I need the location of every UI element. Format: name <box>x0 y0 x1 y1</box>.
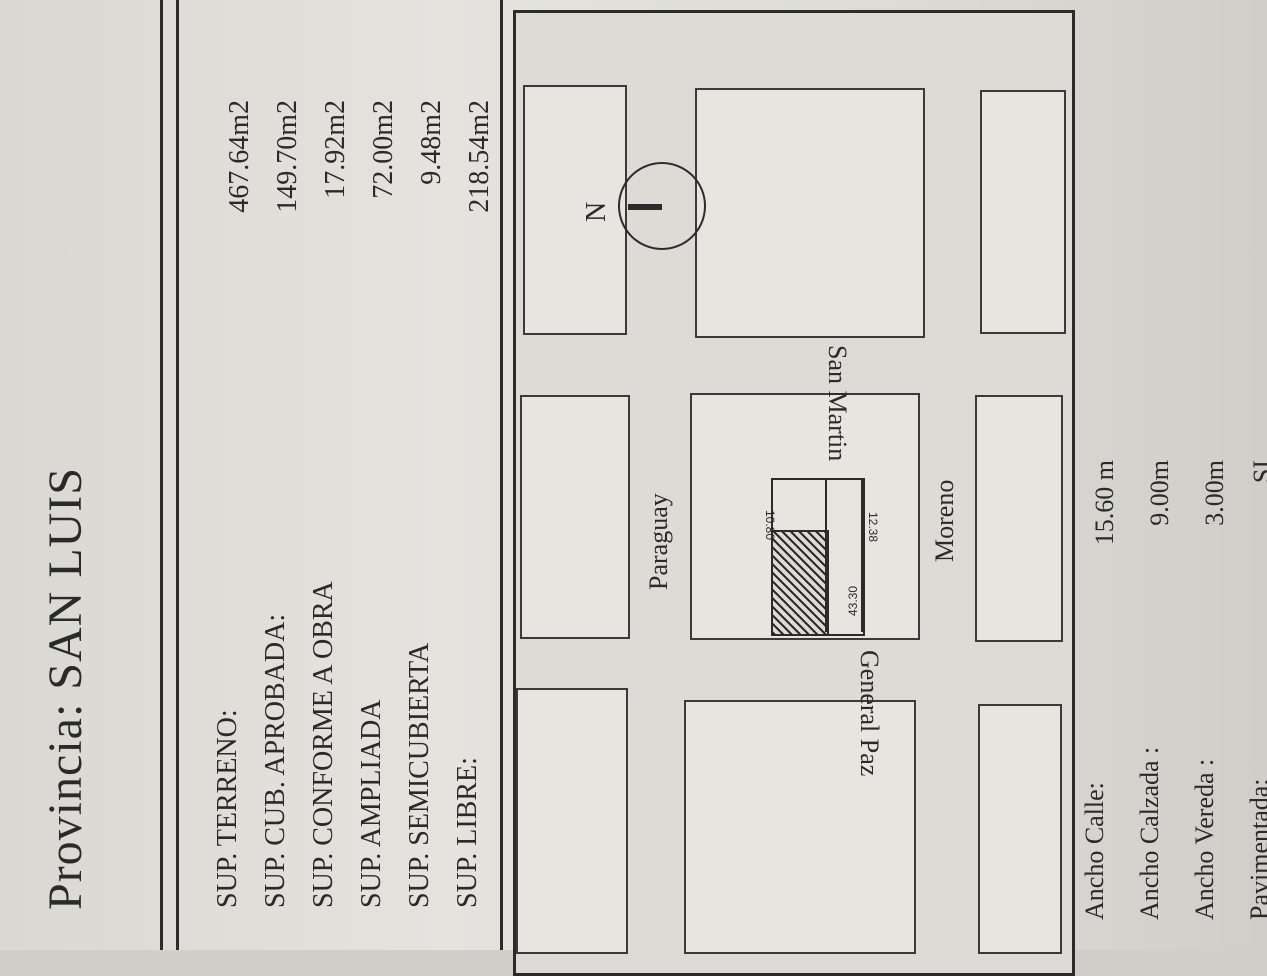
surface-value-libre: 218.54m2 <box>464 100 495 213</box>
dimension-depth: 43.30 <box>846 585 860 616</box>
street-label-general-paz: General Paz <box>855 650 884 777</box>
surface-value-aprobada: 149.70m2 <box>272 100 303 213</box>
street-label-san-martin: San Martin <box>823 345 852 462</box>
city-block <box>690 393 920 640</box>
surface-value-terreno: 467.64m2 <box>224 100 255 213</box>
street-info-label: Ancho Calzada : <box>1135 746 1164 920</box>
city-block <box>523 85 627 335</box>
surface-label-ampliada: SUP. AMPLIADA <box>356 699 387 909</box>
province-title: Provincia: SAN LUIS <box>39 467 92 910</box>
margin-line-2 <box>176 0 179 950</box>
dimension-width: 10.80 <box>763 510 777 541</box>
surface-label-semicubierta: SUP. SEMICUBIERTA <box>404 642 435 908</box>
surface-value-semicubierta: 9.48m2 <box>416 100 447 185</box>
north-arrow-needle <box>628 204 662 210</box>
city-block <box>516 688 628 954</box>
street-info-value: SI <box>1248 460 1267 484</box>
city-block <box>975 395 1063 642</box>
surface-label-terreno: SUP. TERRENO: <box>212 709 243 908</box>
street-info-label: Pavimentada: <box>1245 778 1267 920</box>
surface-value-conforme: 17.92m2 <box>320 100 351 199</box>
street-info-value: 9.00m <box>1145 460 1174 526</box>
north-arrow-icon <box>618 162 706 250</box>
city-block <box>978 704 1062 954</box>
dimension-front: 12.38 <box>866 512 880 543</box>
city-block <box>980 90 1066 334</box>
table-divider <box>500 0 503 950</box>
north-label: N <box>581 201 612 222</box>
surface-label-conforme: SUP. CONFORME A OBRA <box>308 581 339 908</box>
lot-hatched-area <box>771 530 829 636</box>
street-info-label: Ancho Vereda : <box>1190 758 1219 920</box>
street-label-moreno: Moreno <box>930 479 959 562</box>
city-block <box>695 88 925 338</box>
lot-divider <box>825 478 827 632</box>
city-block <box>684 700 916 954</box>
dimension-line <box>861 478 863 632</box>
street-label-paraguay: Paraguay <box>644 493 673 590</box>
surface-label-libre: SUP. LIBRE: <box>452 757 483 908</box>
street-info-value: 15.60 m <box>1090 460 1119 546</box>
city-block <box>520 395 630 639</box>
street-info-label: Ancho Calle: <box>1080 782 1109 920</box>
surface-label-aprobada: SUP. CUB. APROBADA: <box>260 613 291 908</box>
street-info-value: 3.00m <box>1200 460 1229 526</box>
surface-value-ampliada: 72.00m2 <box>368 100 399 199</box>
margin-line <box>160 0 163 950</box>
